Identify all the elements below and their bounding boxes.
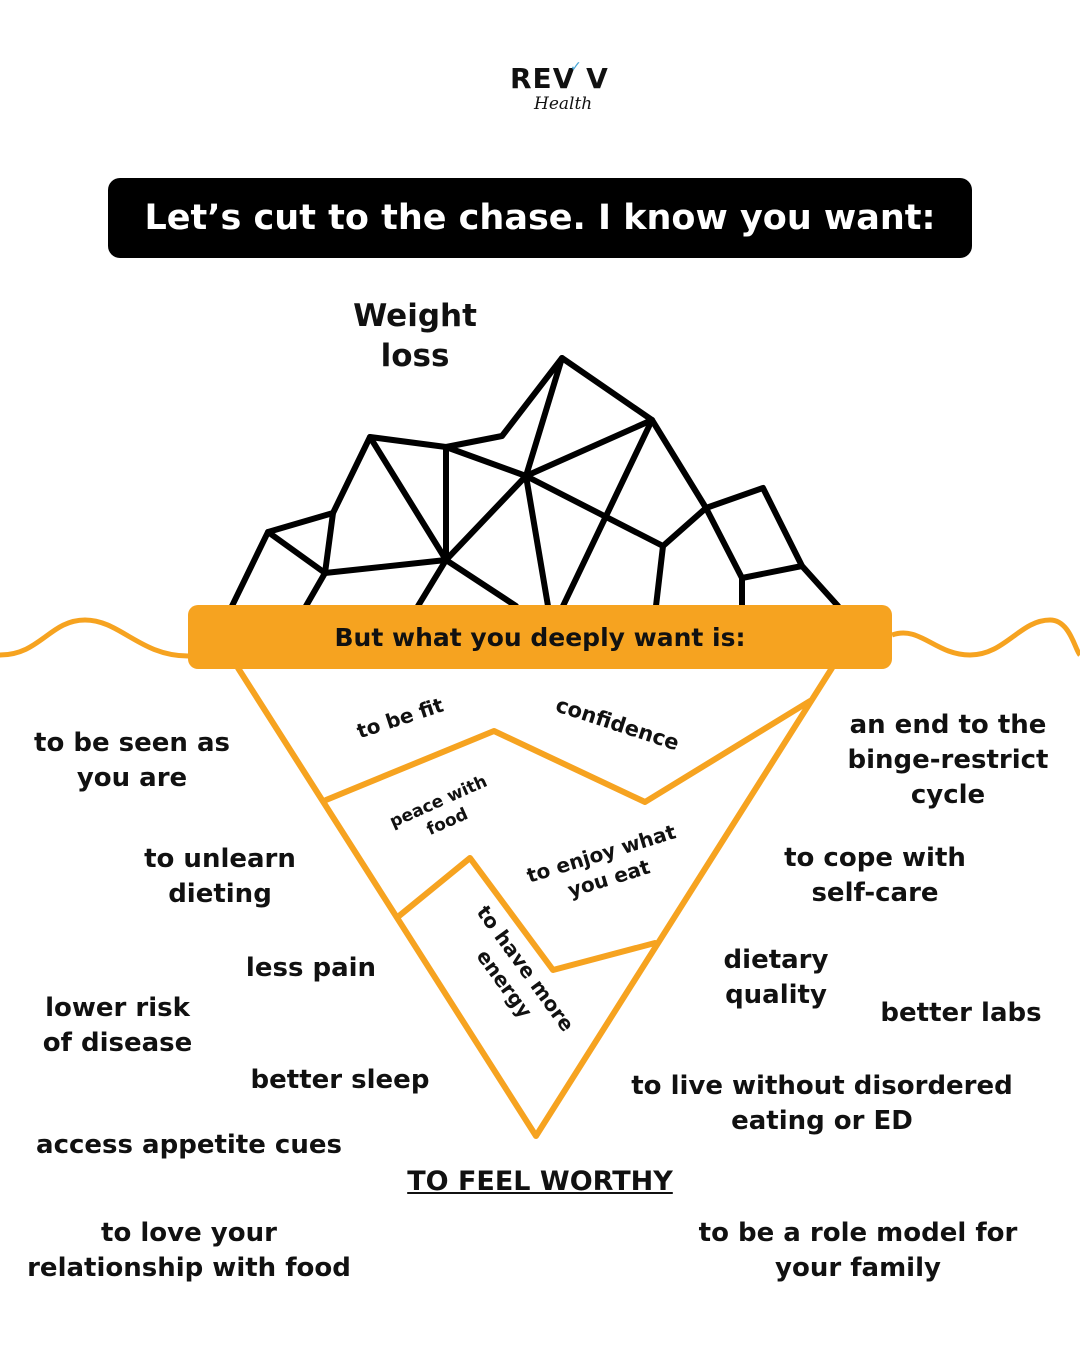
logo-sprout-icon: ✓ [570,58,582,74]
label-dietary-quality: dietary quality [723,945,829,1010]
label-less-pain: less pain [245,953,377,983]
label-to-be-a-role-model: to be a role model for your family [698,1218,1018,1283]
label-lower-risk: lower risk of disease [42,993,193,1058]
label-to-love-your-relationship: to love your relationship with food [27,1218,351,1283]
banner-text: But what you deeply want is: [334,622,746,652]
label-access-appetite-cues: access appetite cues [36,1130,342,1160]
revv-health-logo: REV V ✓ Health [500,58,610,122]
header-bar: Let’s cut to the chase. I know you want: [108,178,972,258]
wave-left [0,617,189,659]
label-to-feel-worthy: TO FEEL WORTHY [407,1166,673,1197]
iceberg-underwater [235,665,835,1139]
label-to-cope-with-self-care: to cope with self-care [784,843,966,908]
label-to-unlearn-dieting: to unlearn dieting [144,844,296,909]
label-to-be-seen: to be seen as you are [34,728,230,793]
label-better-labs: better labs [880,998,1042,1028]
label-to-live-without-disordered-eating: to live without disordered eating or ED [631,1071,1013,1136]
label-binge-restrict-cycle: an end to the binge-restrict cycle [847,710,1049,810]
logo-brand: REV V [510,62,609,95]
header-title: Let’s cut to the chase. I know you want: [144,198,936,238]
iceberg-tip [229,355,841,609]
waterline-banner: But what you deeply want is: [188,605,892,669]
label-better-sleep: better sleep [250,1065,430,1095]
wave-right [891,617,1080,658]
tip-label-weight-loss: Weight loss [353,298,477,374]
logo-subtitle: Health [534,94,593,114]
